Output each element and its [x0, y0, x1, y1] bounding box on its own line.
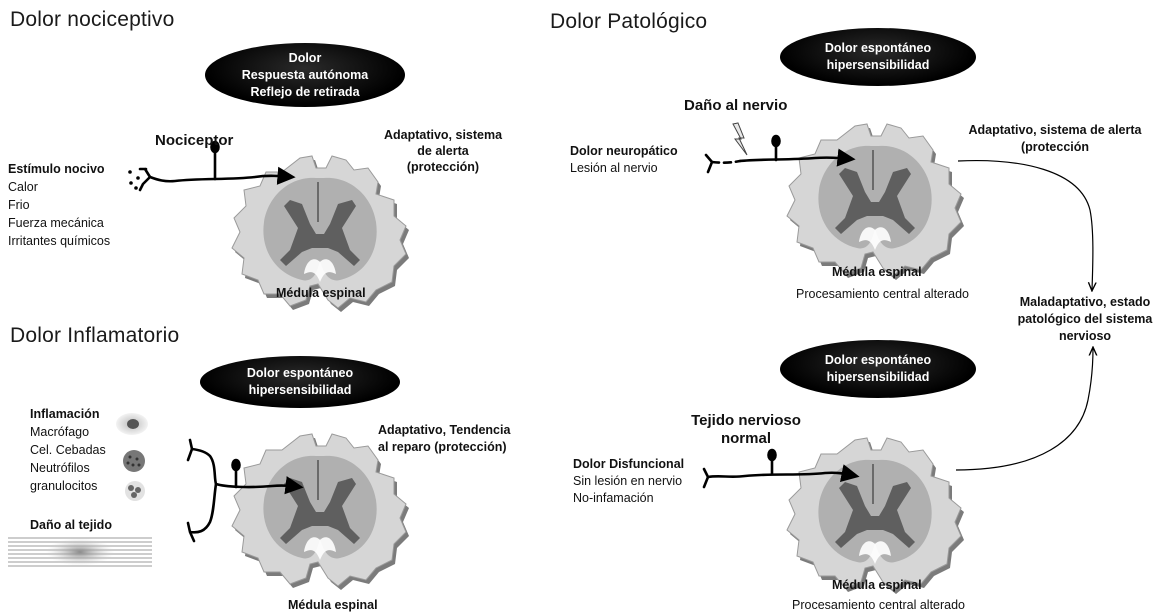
dysfunctional-block: Dolor Disfuncional Sin lesión en nervio … — [573, 456, 684, 507]
stimulus-item: Calor — [8, 178, 110, 196]
tissue-damage-icon — [8, 538, 152, 566]
outcome-line: (protección — [950, 139, 1160, 156]
tissue-label: Daño al tejido — [30, 518, 112, 532]
dysfunctional-item: No-infamación — [573, 490, 684, 507]
normal-tissue-label: Tejido nervioso normal — [676, 412, 816, 448]
inflammatory-cells — [116, 413, 148, 501]
spinal-cord-3 — [787, 124, 964, 280]
spinal-label-2: Médula espinal — [288, 598, 378, 612]
tissue-line: Tejido nervioso — [676, 412, 816, 430]
processing-label-4: Procesamiento central alterado — [792, 598, 965, 612]
lightning-icon — [733, 123, 747, 155]
stimulus-list: Estímulo nocivo Calor Frio Fuerza mecáni… — [8, 160, 110, 250]
ellipse-line: Dolor espontáneo — [825, 352, 931, 369]
processing-label-3: Procesamiento central alterado — [796, 287, 969, 301]
stimulus-item: Fuerza mecánica — [8, 214, 110, 232]
spinal-label-3: Médula espinal — [832, 265, 922, 279]
macrophage-icon — [116, 413, 148, 435]
maladaptive-line: nervioso — [1010, 328, 1160, 345]
outcome-line: al reparo (protección) — [378, 439, 510, 456]
outcome-line: de alerta — [368, 143, 518, 159]
cell-item: Macrófago — [30, 423, 106, 441]
dysfunctional-heading: Dolor Disfuncional — [573, 456, 684, 473]
spinal-cord-4 — [787, 438, 964, 594]
neuropathic-heading: Dolor neuropático — [570, 143, 678, 160]
ellipse-line: Respuesta autónoma — [242, 67, 368, 84]
ellipse-line: hipersensibilidad — [827, 57, 930, 74]
dysfunctional-item: Sin lesión en nervio — [573, 473, 684, 490]
outcome-line: (protección) — [368, 159, 518, 175]
neutrophil-icon — [125, 481, 145, 501]
nerve-damage-label: Daño al nervio — [684, 97, 787, 114]
cell-item: Cel. Cebadas — [30, 441, 106, 459]
ellipse-line: Dolor — [289, 50, 322, 67]
maladaptive-line: patológico del sistema — [1010, 311, 1160, 328]
title-nociceptive: Dolor nociceptivo — [10, 8, 174, 32]
nociceptor-label: Nociceptor — [155, 132, 233, 149]
outcome-nociceptive: Adaptativo, sistema de alerta (protecció… — [368, 127, 518, 175]
cell-item: granulocitos — [30, 477, 106, 495]
ellipse-nociceptive: Dolor Respuesta autónoma Reflejo de reti… — [205, 43, 405, 107]
ellipse-dysfunctional: Dolor espontáneo hipersensibilidad — [780, 340, 976, 398]
ellipse-pathological: Dolor espontáneo hipersensibilidad — [780, 28, 976, 86]
outcome-inflammatory: Adaptativo, Tendencia al reparo (protecc… — [378, 422, 510, 456]
maladaptive-line: Maladaptativo, estado — [1010, 294, 1160, 311]
spinal-cord-2 — [232, 434, 409, 590]
neuropathic-block: Dolor neuropático Lesión al nervio — [570, 143, 678, 177]
cell-item: Neutrófilos — [30, 459, 106, 477]
mast-cell-icon — [123, 450, 145, 472]
title-pathological: Dolor Patológico — [550, 10, 707, 34]
ellipse-line: hipersensibilidad — [827, 369, 930, 386]
outcome-pathological: Adaptativo, sistema de alerta (protecció… — [950, 122, 1160, 156]
stimulus-dots — [128, 170, 140, 190]
stimulus-heading: Estímulo nocivo — [8, 160, 110, 178]
stimulus-item: Frio — [8, 196, 110, 214]
outcome-line: Adaptativo, sistema — [368, 127, 518, 143]
tissue-line: normal — [676, 430, 816, 448]
title-inflammatory: Dolor Inflamatorio — [10, 324, 179, 348]
ellipse-line: hipersensibilidad — [249, 382, 352, 399]
ellipse-line: Dolor espontáneo — [825, 40, 931, 57]
maladaptive-label: Maladaptativo, estado patológico del sis… — [1010, 294, 1160, 345]
ellipse-inflammatory: Dolor espontáneo hipersensibilidad — [200, 356, 400, 408]
outcome-line: Adaptativo, sistema de alerta — [950, 122, 1160, 139]
neuropathic-sub: Lesión al nervio — [570, 160, 678, 177]
ellipse-line: Dolor espontáneo — [247, 365, 353, 382]
spinal-label-1: Médula espinal — [276, 286, 366, 300]
ellipse-line: Reflejo de retirada — [250, 84, 359, 101]
outcome-line: Adaptativo, Tendencia — [378, 422, 510, 439]
spinal-label-4: Médula espinal — [832, 578, 922, 592]
inflammation-heading: Inflamación — [30, 405, 106, 423]
stimulus-item: Irritantes químicos — [8, 232, 110, 250]
inflammation-list: Inflamación Macrófago Cel. Cebadas Neutr… — [30, 405, 106, 495]
